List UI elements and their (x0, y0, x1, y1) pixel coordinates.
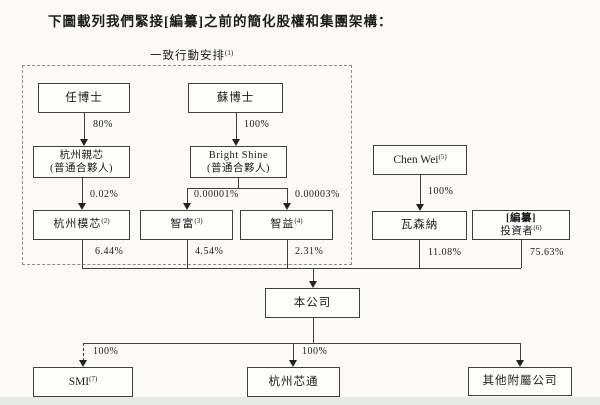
node-zhiyi-label: 智益(4) (270, 217, 303, 232)
node-hangzhou-moxin: 杭州模芯(2) (33, 210, 130, 240)
ownership-label-brightshine-zhiyi: 0.00003% (295, 189, 340, 200)
arrow-down-icon (183, 203, 191, 210)
node-redacted-investors: [編纂] 投資者(6) (472, 210, 570, 240)
node-zhifu-name: 智富 (170, 218, 195, 231)
ownership-label-wassenaar-company: 11.08% (428, 247, 462, 258)
node-investors-footnote: (6) (533, 224, 542, 232)
node-chen-wei-label: Chen Wei(5) (393, 153, 446, 167)
concert-group-label-text: 一致行動安排 (150, 50, 225, 62)
edge-bus-company-line (313, 268, 314, 282)
node-dr-su: 蘇博士 (188, 83, 283, 113)
node-investors-redacted: [編纂] (506, 212, 536, 224)
arrow-down-icon (232, 139, 240, 146)
edge-su-brightshine-line (236, 112, 237, 140)
title-suffix: 之前的簡化股權和集團架構： (204, 14, 393, 29)
node-dr-ren-label: 任博士 (65, 91, 103, 104)
node-hangzhou-moxin-name: 杭州模芯 (53, 218, 102, 231)
ownership-label-qinxin-moxin: 0.02% (90, 189, 119, 200)
node-zhifu-label: 智富(3) (170, 217, 203, 232)
node-bright-shine-name: Bright Shine (208, 149, 269, 161)
edge-company-stem-line (313, 318, 314, 343)
node-smi-label: SMI(7) (69, 375, 98, 389)
arrow-down-icon (283, 203, 291, 210)
ownership-label-zhifu-company: 4.54% (195, 246, 224, 257)
node-hangzhou-qinxin-role: (普通合夥人) (50, 163, 113, 174)
arrow-down-icon (416, 204, 424, 211)
title-prefix: 下圖載列我們緊接 (48, 14, 164, 29)
node-bright-shine: Bright Shine (普通合夥人) (190, 146, 287, 178)
node-zhifu: 智富(3) (140, 210, 233, 240)
arrow-down-icon (79, 360, 87, 367)
shareholder-bus-line (82, 268, 521, 269)
node-company-label: 本公司 (293, 296, 332, 309)
edge-investors-bus-line (521, 240, 522, 268)
title-redacted: [編纂] (164, 14, 204, 29)
arrow-down-icon (289, 360, 297, 367)
subsidiary-bus-line (83, 343, 520, 344)
node-other-subsidiaries-label: 其他附屬公司 (482, 375, 558, 388)
page-bottom-edge (0, 397, 600, 405)
edge-zhiyi-bus-line (287, 240, 288, 268)
node-bright-shine-role: (普通合夥人) (207, 163, 270, 174)
node-dr-ren: 任博士 (38, 83, 130, 113)
node-zhiyi: 智益(4) (240, 210, 333, 240)
node-hangzhou-xintong: 杭州芯通 (247, 367, 340, 397)
node-other-subsidiaries: 其他附屬公司 (468, 367, 572, 396)
node-zhifu-footnote: (3) (194, 217, 203, 226)
edge-company-xintong-line (293, 343, 294, 361)
node-hangzhou-qinxin-name: 杭州親芯 (59, 149, 104, 161)
page-title: 下圖載列我們緊接[編纂]之前的簡化股權和集團架構： (48, 10, 393, 30)
node-wassenaar: 瓦森納 (372, 211, 467, 240)
arrow-down-icon (80, 139, 88, 146)
arrow-down-icon (309, 281, 317, 288)
node-hangzhou-qinxin: 杭州親芯 (普通合夥人) (33, 146, 130, 178)
ownership-label-brightshine-zhifu: 0.00001% (194, 189, 239, 200)
node-zhiyi-name: 智益 (270, 218, 295, 231)
edge-moxin-bus-line (82, 240, 83, 268)
node-company: 本公司 (265, 288, 360, 318)
edge-ren-qinxin-line (84, 113, 85, 140)
node-smi-footnote: (7) (89, 374, 98, 383)
node-chen-wei-footnote: (5) (438, 152, 447, 161)
ownership-label-company-smi: 100% (93, 346, 119, 357)
edge-brightshine-zhiyi-line (287, 188, 288, 204)
ownership-label-moxin-company: 6.44% (95, 246, 124, 257)
node-hangzhou-xintong-label: 杭州芯通 (268, 375, 319, 388)
edge-wassenaar-bus-line (419, 240, 420, 268)
edge-company-othersubs-line (520, 343, 521, 361)
node-wassenaar-label: 瓦森納 (400, 219, 439, 232)
node-chen-wei: Chen Wei(5) (373, 145, 467, 175)
node-hangzhou-moxin-footnote: (2) (101, 217, 110, 226)
edge-brightshine-split-line (187, 188, 287, 189)
ownership-label-investors-company: 75.63% (530, 247, 564, 258)
ownership-label-zhiyi-company: 2.31% (295, 246, 324, 257)
node-smi: SMI(7) (33, 367, 133, 397)
node-smi-name: SMI (68, 375, 90, 388)
edge-company-smi-dashed-line (83, 343, 84, 361)
concert-group-footnote: (1) (225, 49, 234, 57)
node-investors-name: 投資者 (500, 226, 534, 237)
node-zhiyi-footnote: (4) (294, 217, 303, 226)
ownership-label-chenwei-wassenaar: 100% (428, 186, 454, 197)
node-chen-wei-name: Chen Wei (393, 153, 439, 166)
ownership-label-company-xintong: 100% (302, 346, 328, 357)
node-investors-label: 投資者(6) (500, 224, 542, 238)
arrow-down-icon (78, 203, 86, 210)
concert-group-label: 一致行動安排(1) (150, 47, 233, 63)
arrow-down-icon (516, 360, 524, 367)
ownership-label-su-brightshine: 100% (244, 119, 270, 130)
ownership-label-ren-qinxin: 80% (93, 119, 113, 130)
edge-chenwei-wassenaar-line (420, 175, 421, 205)
node-dr-su-label: 蘇博士 (216, 91, 255, 104)
edge-zhifu-bus-line (187, 240, 188, 268)
edge-qinxin-moxin-line (82, 178, 83, 204)
edge-brightshine-zhifu-line (187, 188, 188, 204)
node-hangzhou-moxin-label: 杭州模芯(2) (53, 217, 110, 232)
edge-brightshine-stem-line (238, 178, 239, 188)
